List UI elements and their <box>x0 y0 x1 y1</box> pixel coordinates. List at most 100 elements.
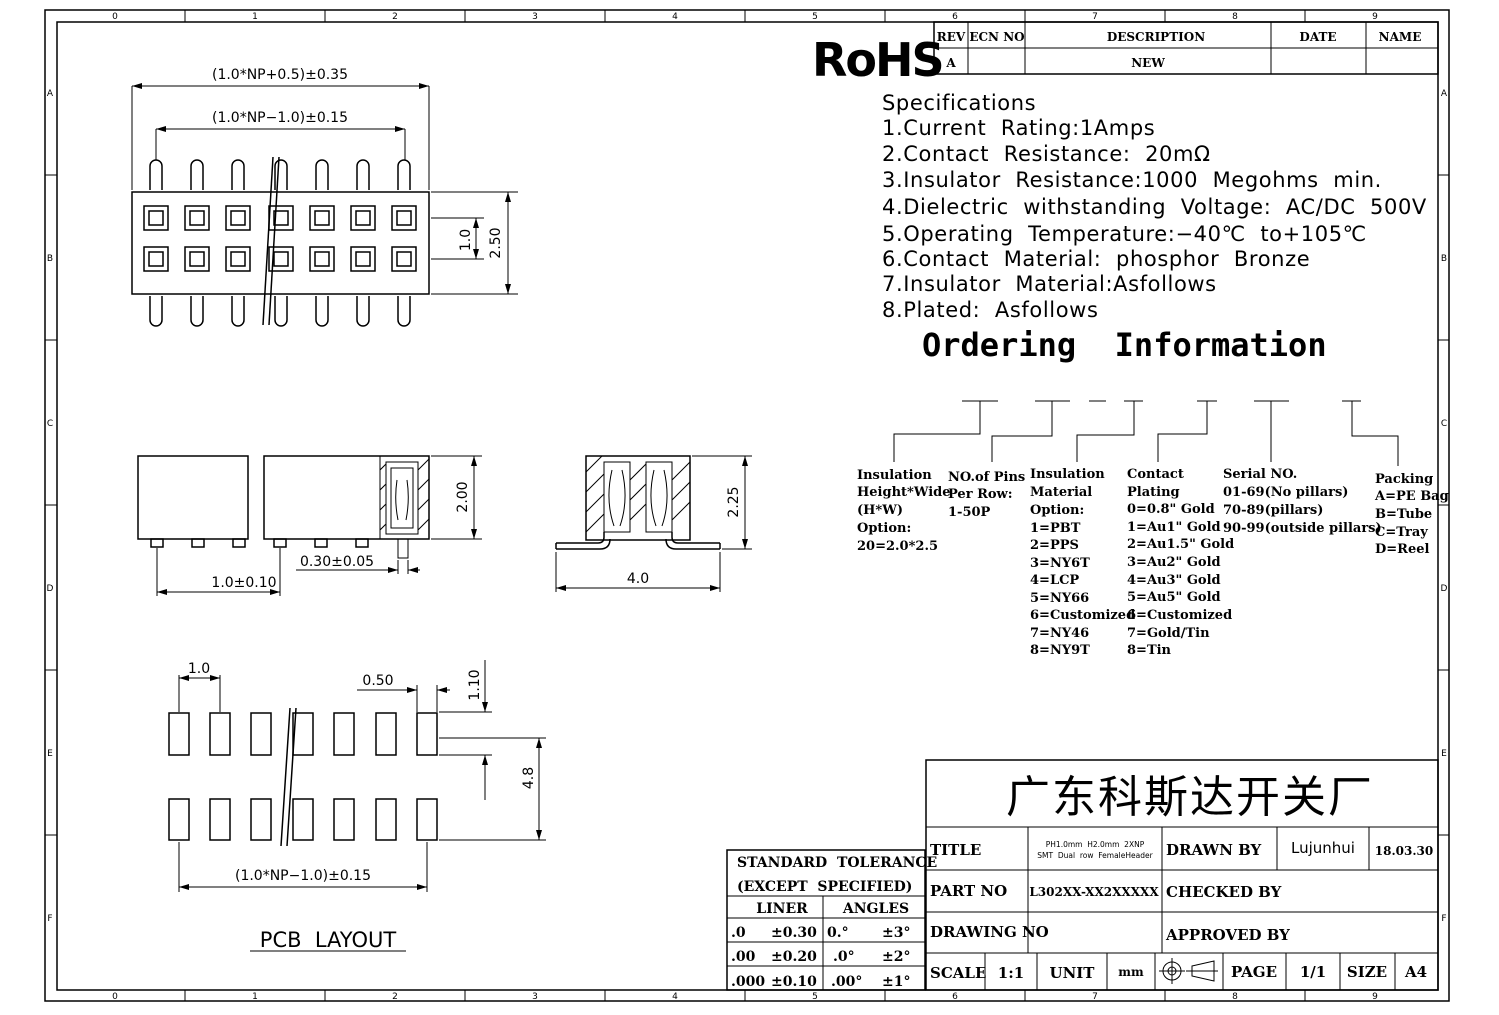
top-cavity-inner <box>396 210 412 226</box>
order-plating-line-9: 6=Customized <box>1127 608 1232 623</box>
spec-line-3: 3.Insulator Resistance:1000 Megohms min. <box>882 168 1382 192</box>
tol-row2-angle: .0° <box>833 949 855 965</box>
zone-bottom-2: 2 <box>392 992 398 1002</box>
tol-row3-liner: .000 <box>731 974 765 990</box>
order-material-line-9: 6=Customized <box>1030 608 1135 623</box>
order-plating-line-10: 7=Gold/Tin <box>1127 626 1210 641</box>
scale-label: SCALE <box>930 964 986 982</box>
order-pins-line-1: NO.of Pins <box>948 470 1025 485</box>
zone-bottom-8: 8 <box>1232 992 1238 1002</box>
tol-row3-angle-tol: ±1° <box>882 974 910 990</box>
pcb-pad-top <box>375 712 397 756</box>
order-material-line-4: 1=PBT <box>1030 521 1081 536</box>
ordering-title: Ordering Information <box>922 326 1327 364</box>
checked-by-label: CHECKED BY <box>1166 883 1282 901</box>
order-material-line-2: Material <box>1030 485 1092 500</box>
order-material-line-6: 3=NY6T <box>1030 556 1090 571</box>
spec-title: Specifications <box>882 91 1036 115</box>
zone-right-a: A <box>1441 89 1448 99</box>
order-height-line-4: Option: <box>857 521 911 536</box>
company-name: 广东科斯达开关厂 <box>1006 772 1374 823</box>
top-cavity-outer <box>225 205 251 231</box>
rev-header-ecn: ECN NO <box>969 30 1024 44</box>
top-cavity-inner <box>273 251 289 267</box>
pcb-pad-top <box>168 712 190 756</box>
pcb-layout: 1.0 0.50 1.10 4.8 (1.0*NP−1.0)±0.15 PCB … <box>168 660 546 952</box>
top-cavity-inner <box>396 251 412 267</box>
tol-liner-header: LINER <box>756 901 808 917</box>
top-cavity-outer <box>184 246 210 272</box>
top-view: (1.0*NP+0.5)±0.35 (1.0*NP−1.0)±0.15 1.0 … <box>131 67 518 327</box>
order-plating-line-3: 0=0.8" Gold <box>1127 502 1215 517</box>
top-pin-lower <box>356 296 370 327</box>
order-height-line-3: (H*W) <box>857 503 903 518</box>
pcb-pad-bottom <box>375 798 397 841</box>
spec-line-1: 1.Current Rating:1Amps <box>882 116 1155 140</box>
order-serial-line-3: 70-89(pillars) <box>1223 503 1323 518</box>
part-no-label: PART NO <box>930 882 1007 900</box>
dim-pcb-padlen: 1.10 <box>467 669 483 700</box>
order-height-line-5: 20=2.0*2.5 <box>857 539 938 554</box>
zone-left-d: D <box>47 584 54 594</box>
top-pin-lower <box>190 296 204 327</box>
zone-top-5: 5 <box>812 12 818 22</box>
order-plating-line-1: Contact <box>1127 467 1184 482</box>
part-no-value: L302XX-XX2XXXXX <box>1029 885 1159 899</box>
top-pin-upper <box>231 159 245 190</box>
top-pin-lower <box>274 296 288 327</box>
order-packing-line-5: D=Reel <box>1375 542 1430 557</box>
tol-title-2: (EXCEPT SPECIFIED) <box>737 879 912 895</box>
drawn-date: 18.03.30 <box>1375 844 1433 858</box>
zone-top-3: 3 <box>532 12 538 22</box>
dim-side-pin: 0.30±0.05 <box>300 554 374 570</box>
dim-top-row: 1.0 <box>458 229 474 251</box>
zone-bottom-7: 7 <box>1092 992 1098 1002</box>
zone-top-0: 0 <box>112 12 118 22</box>
zone-left-b: B <box>47 254 53 264</box>
order-plating-line-8: 5=Au5" Gold <box>1127 590 1221 605</box>
spec-line-4: 4.Dielectric withstanding Voltage: AC/DC… <box>882 195 1427 219</box>
projection-symbol-icon <box>1159 958 1218 984</box>
drawing-no-label: DRAWING NO <box>930 923 1049 941</box>
zone-right-c: C <box>1441 419 1447 429</box>
top-cavity-inner <box>314 251 330 267</box>
tol-title-1: STANDARD TOLERANCE <box>737 855 937 871</box>
order-height-line-2: Height*Wide <box>857 485 951 500</box>
order-serial-line-1: Serial NO. <box>1223 467 1297 482</box>
pcb-pad-bottom <box>416 798 438 841</box>
drawn-by-value: Lujunhui <box>1291 839 1355 857</box>
size-label: SIZE <box>1347 963 1387 981</box>
revision-table: REV ECN NO DESCRIPTION DATE NAME A NEW <box>933 21 1439 75</box>
order-col-plating: Contact Plating 0=0.8" Gold 1=Au1" Gold … <box>1127 467 1234 658</box>
dim-pcb-rowspan: 4.8 <box>521 767 537 789</box>
top-pin-upper <box>149 159 163 190</box>
dim-top-overall: (1.0*NP+0.5)±0.35 <box>212 67 348 83</box>
zone-top-4: 4 <box>672 12 678 22</box>
spec-line-5: 5.Operating Temperature:−40℃ to+105℃ <box>882 222 1367 246</box>
dim-top-width: 2.50 <box>488 227 504 258</box>
zone-left-a: A <box>47 89 54 99</box>
zone-left-f: F <box>47 914 52 924</box>
top-cavity-outer <box>225 246 251 272</box>
order-packing-line-4: C=Tray <box>1375 525 1428 540</box>
tol-row2-liner: .00 <box>731 949 756 965</box>
end-view: 2.25 4.0 <box>555 455 752 592</box>
zone-bottom-5: 5 <box>812 992 818 1002</box>
rev-header-description: DESCRIPTION <box>1107 30 1205 44</box>
zone-left-e: E <box>47 749 53 759</box>
top-cavity-outer <box>143 246 169 272</box>
top-cavity-inner <box>148 210 164 226</box>
rev-header-name: NAME <box>1379 30 1422 44</box>
zone-bottom-9: 9 <box>1372 992 1378 1002</box>
top-pin-upper <box>190 159 204 190</box>
title-value-line-1: PH1.0mm H2.0mm 2XNP <box>1046 840 1145 849</box>
ordering-columns: Insulation Height*Wide (H*W) Option: 20=… <box>857 467 1449 658</box>
tol-row1-angle-tol: ±3° <box>882 925 910 941</box>
pcb-pad-top <box>292 712 314 756</box>
rev-row-description: NEW <box>1131 56 1165 70</box>
tolerance-table: STANDARD TOLERANCE (EXCEPT SPECIFIED) LI… <box>726 849 937 991</box>
order-material-line-8: 5=NY66 <box>1030 591 1089 606</box>
dim-side-height: 2.00 <box>455 481 471 512</box>
zone-top-9: 9 <box>1372 12 1378 22</box>
zone-top-7: 7 <box>1092 12 1098 22</box>
